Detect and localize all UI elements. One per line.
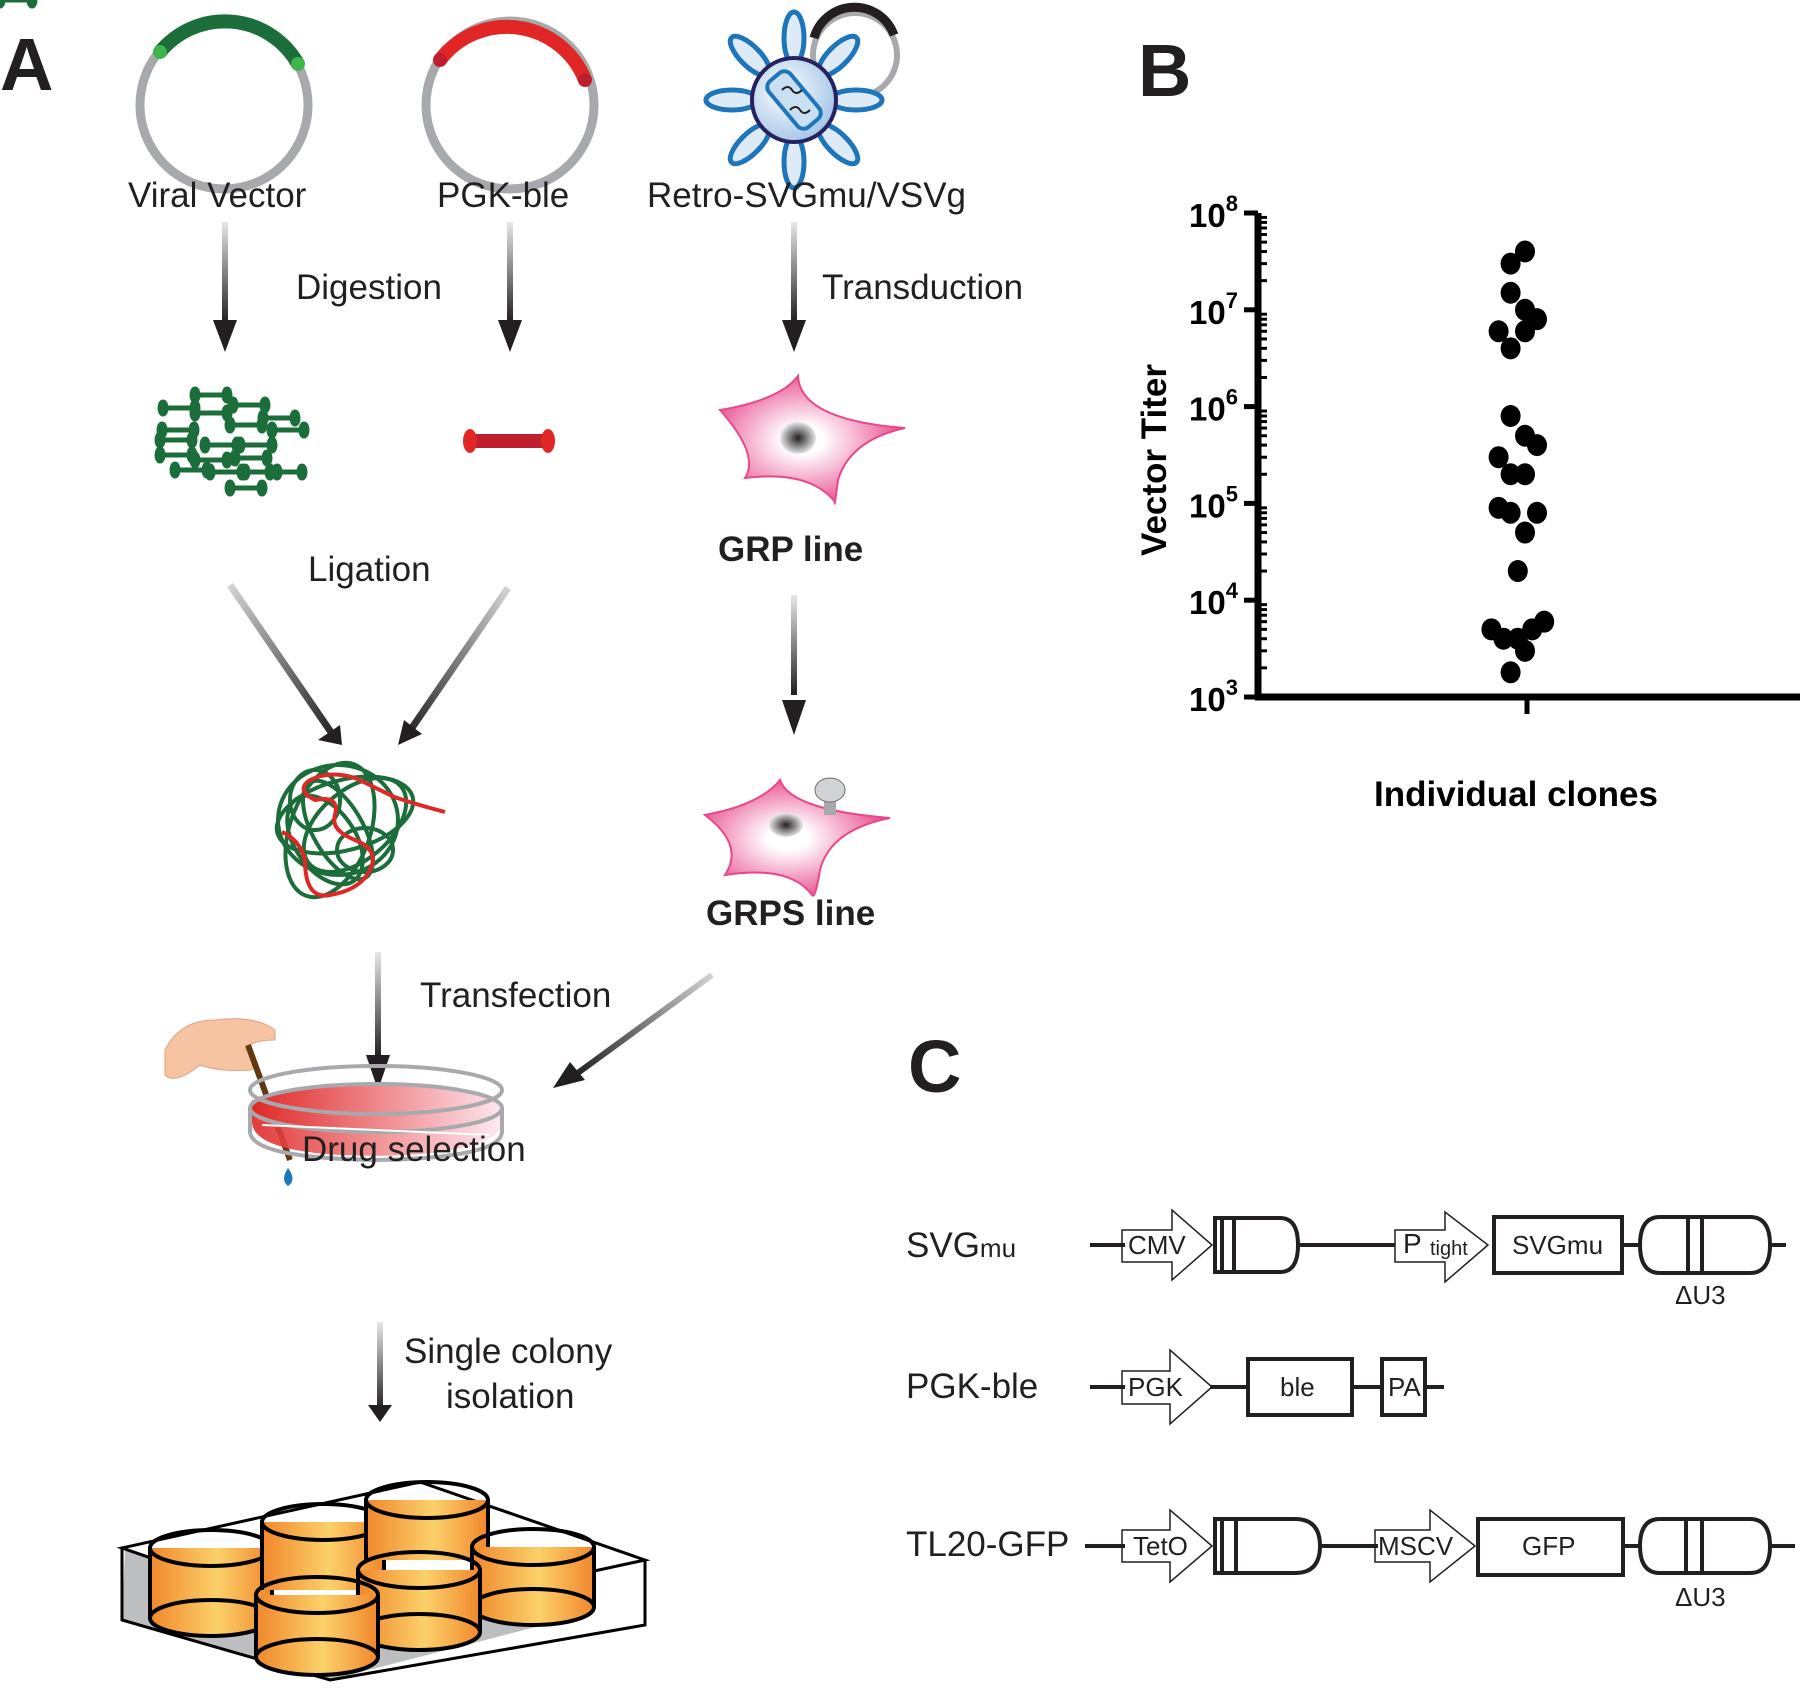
well xyxy=(254,1575,380,1677)
ltr-label-tl20: ΔU3 xyxy=(1675,1582,1726,1612)
step-ligation: Ligation xyxy=(308,550,431,589)
ltr-label-svgmu: ΔU3 xyxy=(1675,1280,1726,1310)
data-point xyxy=(1527,501,1547,524)
digestion-arrow-right xyxy=(498,222,522,352)
y-tick-label: 105 xyxy=(1189,481,1238,524)
data-point xyxy=(1515,521,1535,544)
data-point xyxy=(1500,501,1521,524)
element-tight: tight xyxy=(1430,1238,1468,1260)
panel-b-letter: B xyxy=(1138,29,1192,112)
grp-line-label: GRP line xyxy=(718,530,864,569)
panel-c-letter: C xyxy=(908,1025,962,1108)
element-svgmu: SVGmu xyxy=(1512,1230,1604,1260)
digested-vector-fragments-icon xyxy=(0,0,307,494)
data-point xyxy=(1515,320,1535,343)
step-transduction: Transduction xyxy=(822,268,1024,307)
element-gfp: GFP xyxy=(1522,1531,1576,1561)
element-pa: PA xyxy=(1388,1372,1421,1402)
ltr-3-right xyxy=(1637,1215,1773,1275)
element-pgk: PGK xyxy=(1128,1372,1183,1402)
step-drug-selection: Drug selection xyxy=(302,1130,526,1169)
grp-cell-icon xyxy=(718,373,906,505)
colony-isolation-arrow xyxy=(368,1322,392,1422)
source-label-pgk-ble: PGK-ble xyxy=(437,176,570,215)
element-mscv: MSCV xyxy=(1378,1531,1454,1561)
element-cmv: CMV xyxy=(1128,1230,1186,1260)
grps-line-label: GRPS line xyxy=(706,894,876,933)
step-transfection: Transfection xyxy=(420,976,612,1015)
construct-name-pgk-ble: PGK-ble xyxy=(906,1367,1039,1406)
ltr-3-right xyxy=(1637,1517,1773,1575)
y-tick-label: 108 xyxy=(1189,191,1238,234)
data-point xyxy=(1515,639,1535,662)
step-isolation: isolation xyxy=(446,1377,575,1416)
y-tick-label: 107 xyxy=(1189,288,1238,331)
retrovirus-icon xyxy=(703,2,900,191)
data-point xyxy=(1527,434,1547,457)
well xyxy=(470,1527,596,1627)
construct-name-svgmu: SVGmu xyxy=(906,1226,1017,1265)
data-point xyxy=(1500,281,1521,304)
data-point xyxy=(1500,404,1521,427)
source-label-retro: Retro-SVGmu/VSVg xyxy=(647,176,966,215)
digestion-arrow-left xyxy=(213,222,237,352)
vector-titer-chart: 103 104 105 106 107 108 Vector Titer Individu… xyxy=(1135,191,1800,814)
step-single-colony: Single colony xyxy=(404,1332,613,1371)
data-point xyxy=(1493,627,1514,650)
transfection-arrow xyxy=(366,952,390,1090)
six-well-plate-icon xyxy=(116,1480,651,1682)
x-axis-label: Individual clones xyxy=(1374,775,1658,814)
viral-vector-plasmid-icon xyxy=(135,14,313,194)
panel-a-illustration xyxy=(0,0,906,1682)
data-point xyxy=(1500,463,1521,486)
element-ble: ble xyxy=(1280,1372,1315,1402)
source-label-viral-vector: Viral Vector xyxy=(128,176,307,215)
panel-a-letter: A xyxy=(0,23,54,106)
pgk-ble-plasmid-icon xyxy=(421,16,599,194)
data-point xyxy=(1500,252,1521,275)
pgk-ble-fragment-icon xyxy=(463,429,555,453)
grps-to-dish-arrow xyxy=(553,972,714,1088)
ltr-5-left xyxy=(1213,1517,1323,1575)
element-teto: TetO xyxy=(1133,1531,1188,1561)
ligated-dna-tangle-icon xyxy=(274,760,446,900)
data-point xyxy=(1500,337,1521,360)
data-point xyxy=(1507,560,1528,583)
step-digestion: Digestion xyxy=(296,268,442,307)
element-p: P xyxy=(1403,1228,1422,1259)
data-point xyxy=(1515,240,1535,263)
construct-name-tl20-gfp: TL20-GFP xyxy=(906,1525,1070,1564)
ltr-5-left xyxy=(1213,1216,1301,1274)
ligation-arrow-right xyxy=(398,586,511,745)
y-tick-label: 106 xyxy=(1189,385,1238,428)
grps-cell-icon xyxy=(702,777,891,897)
transduction-arrow xyxy=(782,222,806,352)
construct-name-sub: mu xyxy=(979,1233,1017,1263)
petri-dish-icon xyxy=(248,1064,504,1163)
data-point xyxy=(1488,446,1509,469)
well xyxy=(364,1480,490,1560)
y-tick-label: 104 xyxy=(1189,578,1239,621)
grp-to-grps-arrow xyxy=(782,595,806,735)
data-point xyxy=(1488,320,1509,343)
ligation-arrow-left xyxy=(227,583,342,745)
data-point xyxy=(1515,463,1535,486)
y-tick-label: 103 xyxy=(1189,675,1238,718)
data-point xyxy=(1500,661,1521,684)
well xyxy=(148,1528,274,1638)
data-point xyxy=(1522,618,1543,641)
y-axis-label: Vector Titer xyxy=(1135,364,1174,556)
